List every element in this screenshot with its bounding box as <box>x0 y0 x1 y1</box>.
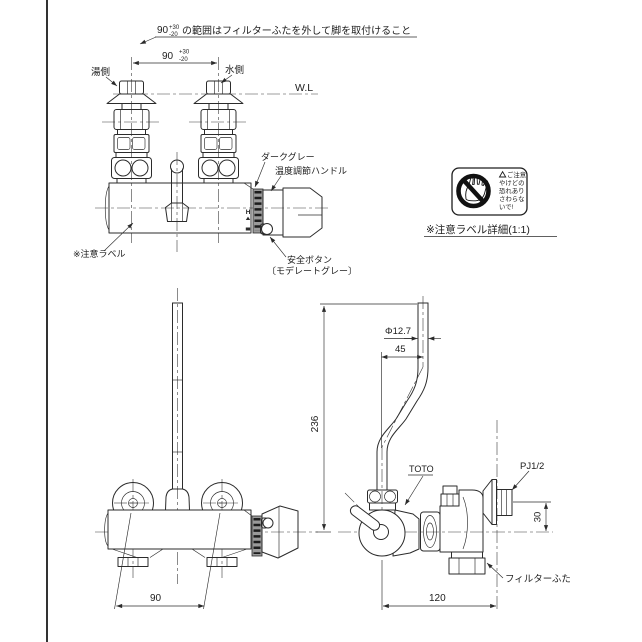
filter-cover-label: フィルターふた <box>505 574 571 585</box>
no-touch-icon <box>456 173 491 209</box>
safety-button <box>260 223 273 235</box>
dim-wall-offset-30: 30 <box>513 501 551 531</box>
dim-leg-pitch-tol-minus: -20 <box>179 57 188 63</box>
filter-cap <box>448 551 486 575</box>
caution-detail-caption: ※注意ラベル詳細(1:1) <box>426 223 530 236</box>
temp-handle-lower <box>261 505 299 559</box>
temp-handle-label: 温度調節ハンドル <box>275 165 347 176</box>
dim-leg-pitch-value: 90 <box>162 51 174 62</box>
caution-heading: ご注意 <box>507 170 526 179</box>
dim-depth-value: 120 <box>429 593 446 604</box>
dim-pipe-dia-value: Φ12.7 <box>385 326 411 337</box>
dark-gray-label: ダークグレー <box>261 151 315 162</box>
safety-button-label: 安全ボタン <box>287 254 332 265</box>
dim-leg-pitch: 90 +30 -20 <box>133 50 217 66</box>
caution-line3: 恐れあり <box>499 187 525 195</box>
side-view: Φ12.7 45 <box>338 296 571 612</box>
caution-label-callout: ※注意ラベル <box>73 248 126 259</box>
dim-leg-pitch-lower-value: 90 <box>150 593 162 604</box>
caution-label-detail: ご注意 やけどの 恐れあり さわらな いで! ※注意ラベル詳細(1:1) <box>424 167 557 237</box>
valve-body-lower <box>104 505 299 567</box>
hot-mark: H <box>246 209 251 216</box>
dim-offset-value: 45 <box>395 344 406 355</box>
dim-pipe-dia: Φ12.7 <box>384 326 441 341</box>
valve-assembly-side <box>349 479 513 575</box>
lower-front-view: 90 236 <box>95 288 417 610</box>
note-text: の範囲はフィルターふたを外して脚を取付けること <box>182 24 411 37</box>
water-line-label: W.L <box>295 82 313 94</box>
caution-text-block: ご注意 やけどの 恐れあり さわらな いで! <box>498 170 526 211</box>
dim-depth-120: 120 <box>381 560 496 610</box>
shower-pipe <box>376 302 429 491</box>
dim-height-value: 236 <box>310 415 321 432</box>
pipe-stub-top <box>170 159 184 174</box>
caution-line4: さわらな <box>499 195 525 203</box>
wall-thread <box>496 489 513 516</box>
cold-side-label: 水側 <box>225 64 244 76</box>
upper-front-view: 90 +30 -20 湯側 水側 W.L H <box>73 50 357 277</box>
dim-offset-45: 45 <box>381 344 423 448</box>
thread-label: PJ1/2 <box>520 461 544 472</box>
caution-line2: やけどの <box>499 179 525 187</box>
dim-height-236: 236 <box>310 303 417 533</box>
hot-side-label: 湯側 <box>91 66 110 78</box>
dim-wall-offset-value: 30 <box>533 512 544 523</box>
note-tol-plus: +30 <box>169 25 180 31</box>
note-tol-minus: -20 <box>169 32 178 38</box>
dim-leg-pitch-lower: 90 <box>114 512 221 610</box>
brand-label: TOTO <box>409 464 434 474</box>
installation-note: 90 +30 -20 の範囲はフィルターふたを外して脚を取付けること <box>139 24 417 45</box>
lever-handle <box>349 505 381 531</box>
note-dim: 90 <box>157 25 169 36</box>
caution-line5: いで! <box>499 203 514 211</box>
dim-leg-pitch-tol-plus: +30 <box>179 50 190 56</box>
safety-button-lower <box>262 517 274 529</box>
safety-button-color-label: 〔モデレートグレー〕 <box>267 265 357 276</box>
valve-body-front: H <box>104 159 323 238</box>
